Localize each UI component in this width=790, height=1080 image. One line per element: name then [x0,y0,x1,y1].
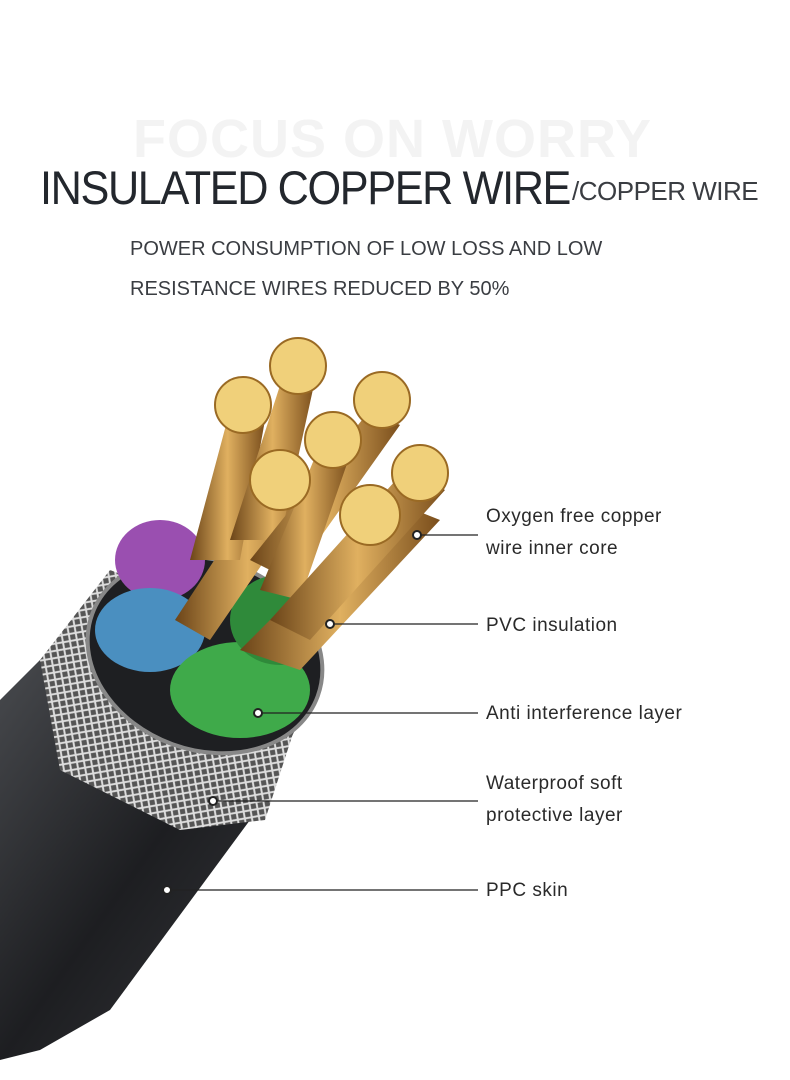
description-line-2: RESISTANCE WIRES REDUCED BY 50% [130,278,510,300]
callout-waterproof-layer-line2: protective layer [486,805,623,826]
callout-anti-interference: Anti interference layer [486,698,682,730]
title-subtitle: /COPPER WIRE [572,176,759,206]
callout-copper-core-line2: wire inner core [486,538,619,559]
callout-ppc-skin: PPC skin [486,875,568,907]
copper-strands [175,337,449,670]
callout-anti-interference-line1: Anti interference layer [486,703,683,724]
callout-pvc-insulation-line1: PVC insulation [486,615,618,636]
description-line-1: POWER CONSUMPTION OF LOW LOSS AND LOW [130,238,603,260]
callout-ppc-skin-line1: PPC skin [486,880,569,901]
callout-lines [162,530,478,895]
callout-waterproof-layer-line1: Waterproof soft [486,773,623,794]
callout-copper-core-line1: Oxygen free copper [486,506,662,527]
title-main: INSULATED COPPER WIRE [40,161,571,214]
callout-copper-core: Oxygen free copper wire inner core [486,501,662,565]
callout-pvc-insulation: PVC insulation [486,610,618,642]
page-title: INSULATED COPPER WIRE /COPPER WIRE [40,160,759,215]
watermark-text: FOCUS ON WORRY [133,109,652,169]
callout-waterproof-layer: Waterproof soft protective layer [486,768,623,832]
